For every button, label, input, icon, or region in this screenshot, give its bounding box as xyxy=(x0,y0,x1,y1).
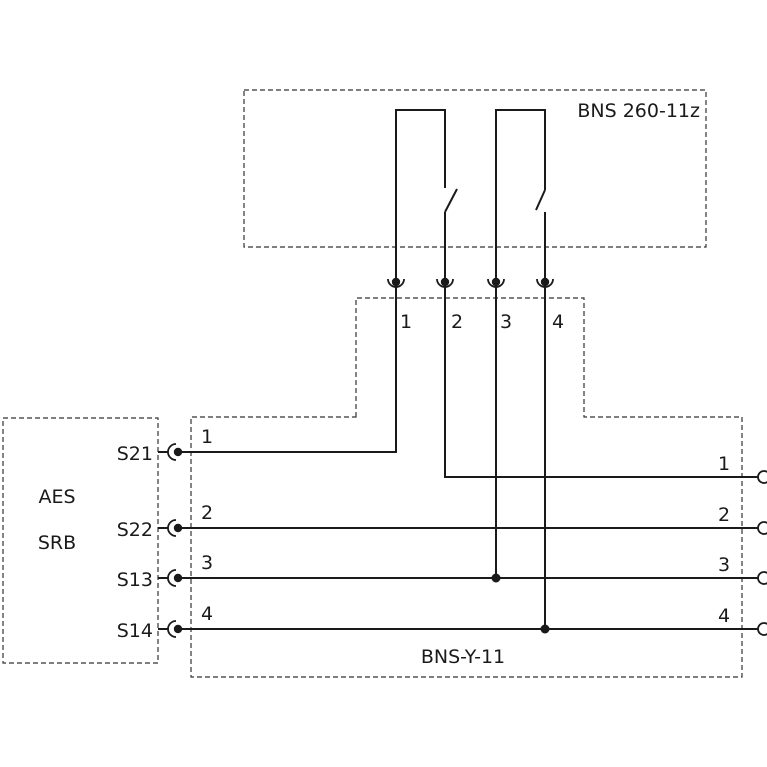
terminal-label-s21: S21 xyxy=(117,443,153,465)
top-connector-3 xyxy=(487,277,505,288)
left-wire-number-2: 2 xyxy=(201,502,213,524)
right-wire-number-4: 4 xyxy=(718,605,730,627)
terminal-label-s14: S14 xyxy=(117,620,153,642)
left-wire-number-1: 1 xyxy=(201,426,213,448)
left-wire-number-4: 4 xyxy=(201,603,213,625)
internal-wiring xyxy=(177,286,760,634)
right-wire-number-3: 3 xyxy=(718,554,730,576)
top-pin-4: 4 xyxy=(552,311,564,333)
switch-housing: BNS 260-11z xyxy=(243,89,707,248)
terminal-s21 xyxy=(158,443,183,461)
controller-line1: AES xyxy=(38,486,75,508)
right-terminal-2 xyxy=(757,521,767,535)
right-terminals xyxy=(757,470,767,636)
module-label: BNS-Y-11 xyxy=(421,646,505,668)
junction-3 xyxy=(491,573,501,583)
terminal-s22 xyxy=(158,519,183,537)
controller-line2: SRB xyxy=(38,532,76,554)
top-connector-1 xyxy=(387,277,405,288)
right-wire-number-1: 1 xyxy=(718,453,730,475)
right-wire-number-2: 2 xyxy=(718,504,730,526)
right-terminal-3 xyxy=(757,571,767,585)
terminal-label-s13: S13 xyxy=(117,569,153,591)
top-connector-4 xyxy=(536,277,554,288)
controller-box: AES SRB xyxy=(2,417,159,664)
wire-1-right xyxy=(444,286,760,478)
top-connector-2 xyxy=(436,277,454,288)
top-pin-2: 2 xyxy=(451,311,463,333)
terminal-s13 xyxy=(158,569,183,587)
right-terminal-1 xyxy=(757,470,767,484)
junction-4 xyxy=(540,624,550,634)
left-wire-number-3: 3 xyxy=(201,552,213,574)
module-outline xyxy=(190,297,743,678)
terminal-label-s22: S22 xyxy=(117,519,153,541)
top-pin-1: 1 xyxy=(400,311,412,333)
right-terminal-4 xyxy=(757,622,767,636)
terminal-s14 xyxy=(158,620,183,638)
wire-1-left xyxy=(177,286,397,453)
switch-label: BNS 260-11z xyxy=(577,100,700,122)
top-connectors xyxy=(387,277,554,288)
top-pin-3: 3 xyxy=(500,311,512,333)
switch-contacts xyxy=(395,109,546,282)
left-terminals xyxy=(158,443,183,638)
